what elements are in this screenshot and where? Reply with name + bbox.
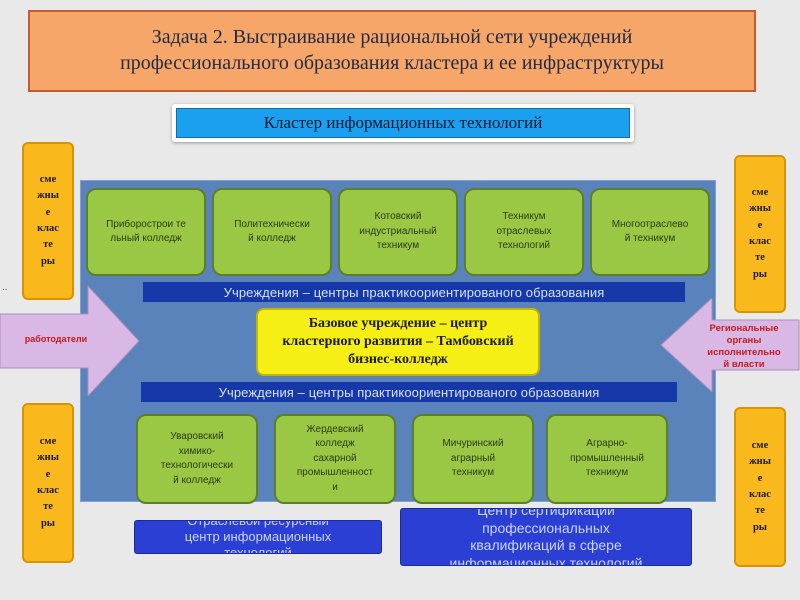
adjacent-cluster-bottom-right: сме жны е клас те ры — [734, 407, 786, 567]
resource-center-label: Отраслевой ресурсный центр информационны… — [184, 520, 332, 554]
adjacent-cluster-top-left: сме жны е клас те ры — [22, 142, 74, 300]
practice-centers-band-bottom: Учреждения – центры практикоориентирован… — [141, 382, 677, 402]
institution-label: Техникум отраслевых технологий — [496, 211, 552, 252]
regional-authorities-label: Региональные органы исполнительно й влас… — [707, 323, 781, 370]
resource-center-box: Отраслевой ресурсный центр информационны… — [134, 520, 382, 554]
cluster-heading-bar: Кластер информационных технологий — [176, 108, 630, 138]
institution-top-1: Приборострои те льный колледж — [86, 188, 206, 276]
employers-label: работодатели — [24, 334, 88, 344]
institution-top-4: Техникум отраслевых технологий — [464, 188, 584, 276]
adjacent-cluster-top-right: сме жны е клас те ры — [734, 155, 786, 313]
slide-title: Задача 2. Выстраивание рациональной сети… — [120, 26, 664, 74]
institution-bottom-2: Жердевский колледж сахарной промышленнос… — [274, 414, 396, 504]
institution-label: Жердевский колледж сахарной промышленнос… — [296, 423, 374, 493]
band-label: Учреждения – центры практикоориентирован… — [218, 384, 600, 400]
institution-label: Политехнически й колледж — [234, 218, 310, 245]
institution-bottom-1: Уваровский химико- технологически й колл… — [136, 414, 258, 504]
certification-center-box: Центр сертификации профессиональных квал… — [400, 508, 692, 566]
base-institution-box: Базовое учреждение – центр кластерного р… — [256, 308, 540, 376]
stray-mark: .. — [2, 282, 8, 293]
institution-top-5: Многоотраслево й техникум — [590, 188, 710, 276]
certification-center-label: Центр сертификации профессиональных квал… — [449, 508, 643, 566]
cluster-heading-box: Кластер информационных технологий — [172, 104, 634, 142]
arrow-right-icon — [0, 286, 140, 396]
base-institution-label: Базовое учреждение – центр кластерного р… — [282, 315, 514, 368]
institution-label: Приборострои те льный колледж — [106, 218, 186, 245]
institution-label: Многоотраслево й техникум — [611, 218, 689, 245]
institution-label: Уваровский химико- технологически й колл… — [160, 431, 234, 486]
title-box: Задача 2. Выстраивание рациональной сети… — [28, 10, 756, 92]
institution-label: Котовский индустриальный техникум — [359, 211, 437, 252]
institution-top-2: Политехнически й колледж — [212, 188, 332, 276]
adjacent-cluster-label: сме жны е клас те ры — [749, 187, 771, 280]
institution-bottom-4: Аграрно- промышленный техникум — [546, 414, 668, 504]
institution-label: Аграрно- промышленный техникум — [570, 438, 644, 479]
adjacent-cluster-bottom-left: сме жны е клас те ры — [22, 403, 74, 563]
institution-bottom-3: Мичуринский аграрный техникум — [412, 414, 534, 504]
band-label: Учреждения – центры практикоориентирован… — [223, 284, 605, 300]
arrow-left-icon — [660, 298, 800, 392]
adjacent-cluster-label: сме жны е клас те ры — [37, 174, 59, 267]
adjacent-cluster-label: сме жны е клас те ры — [749, 440, 771, 533]
cluster-heading: Кластер информационных технологий — [263, 113, 543, 132]
institution-top-3: Котовский индустриальный техникум — [338, 188, 458, 276]
practice-centers-band-top: Учреждения – центры практикоориентирован… — [143, 282, 685, 302]
institution-label: Мичуринский аграрный техникум — [442, 438, 504, 479]
adjacent-cluster-label: сме жны е клас те ры — [37, 436, 59, 529]
